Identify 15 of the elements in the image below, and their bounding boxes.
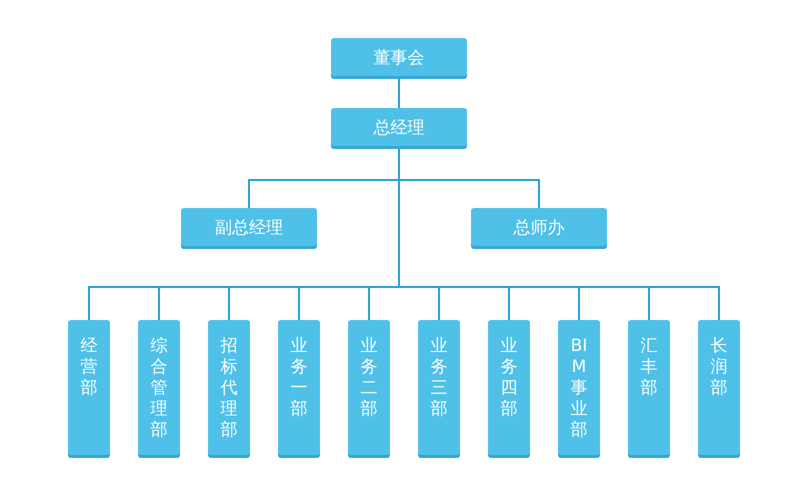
- department-box: 业务三部: [418, 320, 460, 455]
- department-box: 长润部: [698, 320, 740, 455]
- department-box: 业务二部: [348, 320, 390, 455]
- department-box: 业务一部: [278, 320, 320, 455]
- department-box: 总师办: [471, 208, 607, 246]
- department-box: 业务四部: [488, 320, 530, 455]
- department-box: BIM事业部: [558, 320, 600, 455]
- department-box: 经营部: [68, 320, 110, 455]
- department-box: 董事会: [331, 38, 467, 76]
- department-box: 招标代理部: [208, 320, 250, 455]
- department-box: 总经理: [331, 108, 467, 146]
- connector-line: [398, 76, 400, 108]
- department-box: 综合管理部: [138, 320, 180, 455]
- department-box: 副总经理: [181, 208, 317, 246]
- department-box: 汇丰部: [628, 320, 670, 455]
